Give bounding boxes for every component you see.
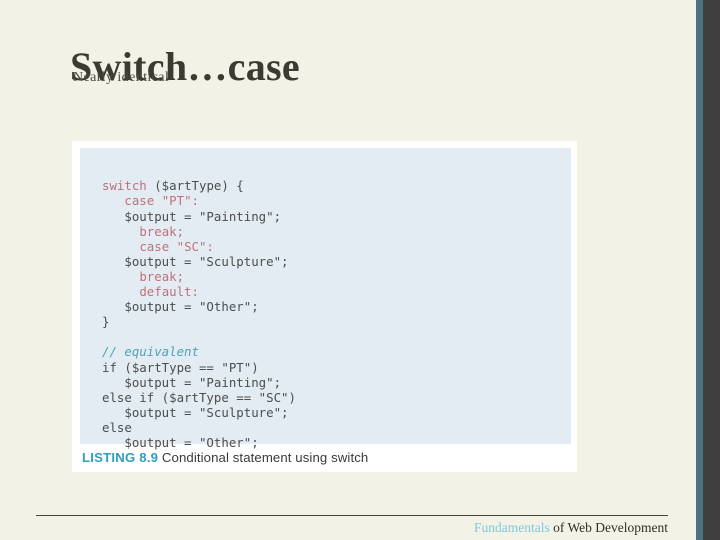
code-keyword: case [124, 193, 155, 209]
footer: Fundamentals of Web Development [0, 519, 668, 536]
code-line: } [102, 314, 109, 329]
code-line: $output = "Other"; [102, 299, 259, 315]
code-block: switch ($artType) { case "PT": $output =… [102, 178, 296, 450]
code-keyword: : [191, 284, 199, 300]
code-panel: switch ($artType) { case "PT": $output =… [80, 148, 571, 450]
code-line: $output = "Painting"; [102, 209, 281, 224]
code-text [102, 224, 139, 239]
code-line: break; [102, 269, 184, 284]
code-text: if ($artType == "PT") [102, 359, 259, 375]
code-line: $output = "Painting"; [102, 375, 281, 390]
code-text: else [102, 419, 132, 435]
code-text [102, 284, 139, 299]
footer-rest: of Web Development [549, 520, 668, 535]
code-text: $output = "Other"; [102, 434, 259, 450]
right-accent-bar [696, 0, 703, 540]
code-line: $output = "Sculpture"; [102, 404, 289, 420]
slide-subtitle: Nearly identical [73, 70, 170, 85]
code-line: // equivalent [102, 344, 199, 359]
code-keyword: break [139, 223, 177, 239]
code-keyword: default [139, 284, 192, 300]
code-keyword: case [139, 238, 170, 254]
code-listing-card: switch ($artType) { case "PT": $output =… [72, 141, 577, 472]
code-line: case "PT": [102, 193, 199, 208]
code-text: } [102, 314, 110, 330]
code-text: $output = "Sculpture"; [102, 253, 289, 269]
code-text [102, 269, 139, 284]
code-text: $output = "Painting"; [102, 208, 282, 224]
page-title: Switch…case [70, 43, 300, 89]
code-line: else if ($artType == "SC") [102, 390, 296, 405]
footer-brand: Fundamentals [473, 520, 550, 535]
code-text: $output = "Painting"; [102, 374, 282, 390]
code-keyword: "SC": [169, 238, 214, 254]
code-line: switch ($artType) { [102, 178, 244, 193]
code-text: else if ($artType == "SC") [102, 389, 296, 405]
code-text: $output = "Sculpture"; [102, 404, 289, 420]
right-dark-bar [703, 0, 720, 540]
code-line: else [102, 420, 132, 435]
code-line: $output = "Sculpture"; [102, 253, 289, 269]
code-line: break; [102, 224, 184, 239]
code-keyword: switch [102, 178, 147, 194]
code-text [102, 193, 124, 208]
listing-description: Conditional statement using switch [161, 450, 369, 465]
code-keyword: ; [176, 268, 185, 284]
code-line: $output = "Other"; [102, 434, 259, 450]
code-text: ($artType) { [146, 178, 244, 194]
listing-caption: LISTING 8.9 Conditional statement using … [82, 449, 368, 466]
code-text: $output = "Other"; [102, 299, 259, 315]
code-keyword: "PT": [154, 193, 199, 209]
code-line: if ($artType == "PT") [102, 360, 259, 375]
footer-divider [36, 515, 668, 516]
code-line: case "SC": [102, 239, 214, 254]
code-line: default: [102, 284, 199, 299]
code-keyword: break [139, 268, 177, 284]
code-comment: // equivalent [102, 344, 199, 360]
code-text [102, 239, 139, 254]
listing-label: LISTING 8.9 [82, 450, 159, 465]
code-keyword: ; [176, 223, 185, 239]
